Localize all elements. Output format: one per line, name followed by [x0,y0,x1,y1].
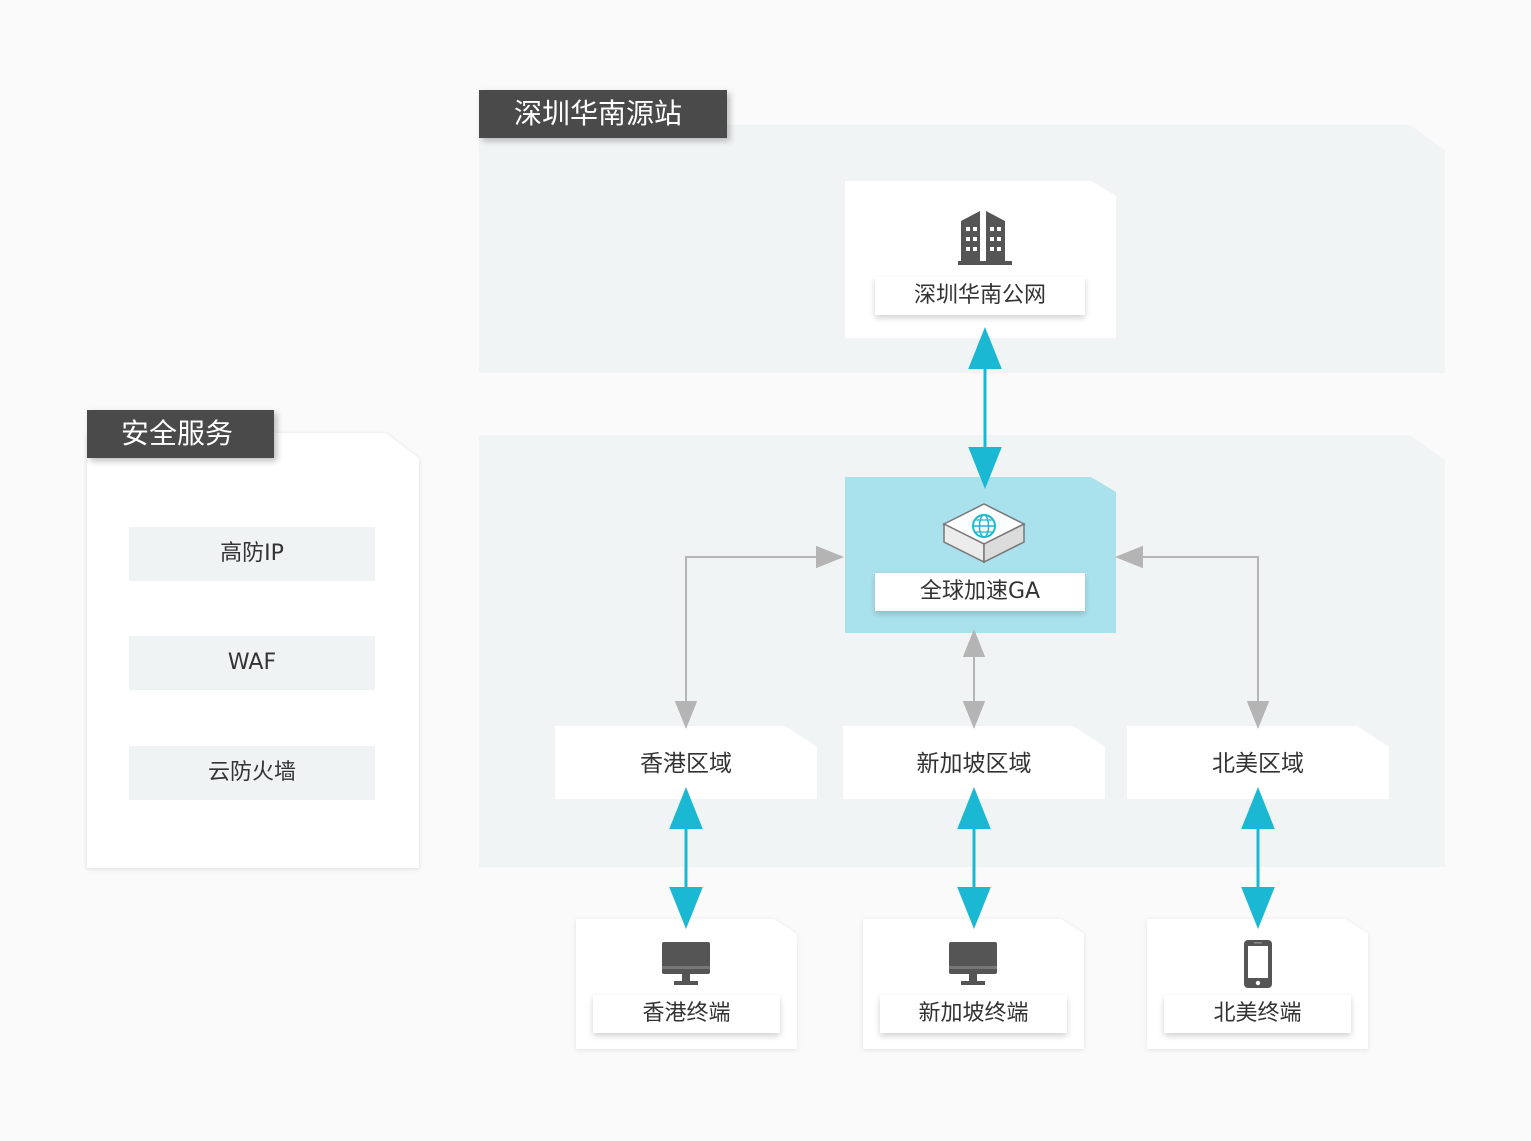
security-service-item: 云防火墙 [129,746,375,800]
terminal-hk-label: 香港终端 [593,995,780,1033]
globe-router-icon [942,503,1026,564]
link-ga-na [1115,545,1270,729]
terminal-sg-label: 新加坡终端 [880,995,1067,1033]
link-ga-hk [674,545,844,729]
region-card-hk [555,726,817,799]
security-service-item: 高防IP [129,527,375,581]
office-building-icon [958,211,1012,265]
security-group-title: 安全服务 [87,410,274,458]
region-hk-label: 香港区域 [640,751,732,777]
smartphone-icon [1244,940,1272,988]
region-card-sg [843,726,1105,799]
terminal-na-label: 北美终端 [1164,995,1351,1033]
desktop-monitor-icon [949,942,997,985]
region-na-label: 北美区域 [1212,751,1304,777]
origin-group-title: 深圳华南源站 [479,90,727,138]
desktop-monitor-icon [662,942,710,985]
region-card-na [1127,726,1389,799]
security-service-item: WAF [129,636,375,690]
origin-net-label: 深圳华南公网 [875,277,1085,315]
region-sg-label: 新加坡区域 [916,751,1032,777]
ga-label: 全球加速GA [875,573,1085,611]
